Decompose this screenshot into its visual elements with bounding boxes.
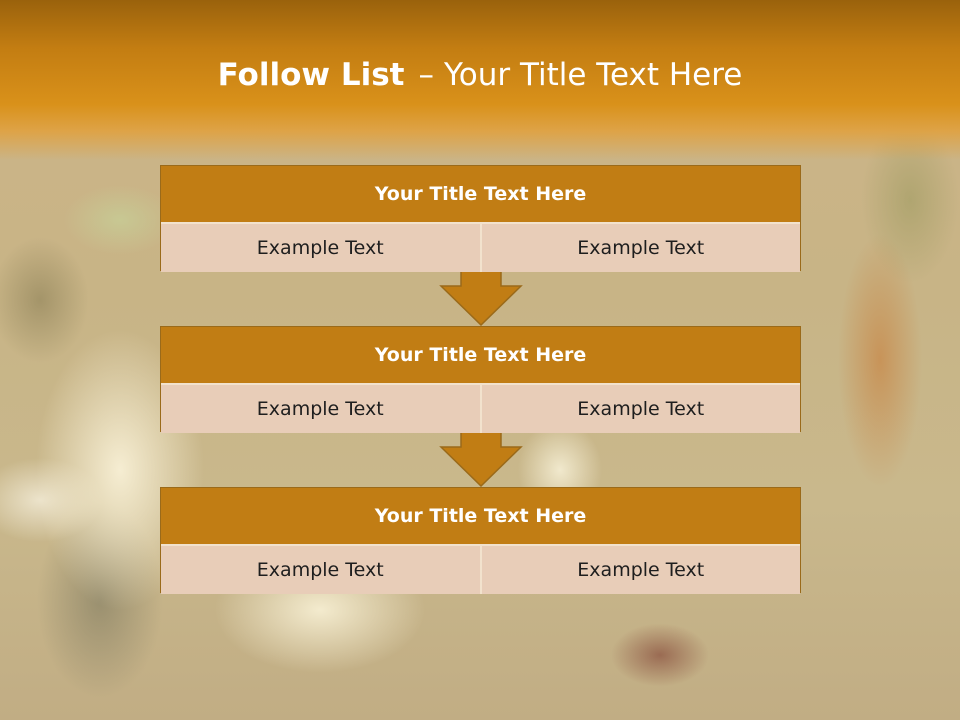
slide-title-rest: Your Title Text Here	[443, 57, 743, 93]
step-cell-left: Example Text	[161, 385, 480, 433]
down-arrow-icon	[439, 429, 523, 487]
slide-title-dash: –	[418, 57, 434, 93]
step-cell-right: Example Text	[479, 546, 800, 594]
down-arrow-icon	[439, 268, 523, 326]
step-title: Your Title Text Here	[161, 327, 800, 385]
step-block-3: Your Title Text Here Example Text Exampl…	[160, 487, 801, 594]
step-row: Example Text Example Text	[161, 385, 800, 433]
step-title: Your Title Text Here	[161, 488, 800, 546]
title-banner	[0, 0, 960, 160]
step-cell-right: Example Text	[479, 224, 800, 272]
step-cell-left: Example Text	[161, 224, 480, 272]
step-row: Example Text Example Text	[161, 224, 800, 272]
step-block-2: Your Title Text Here Example Text Exampl…	[160, 326, 801, 433]
step-row: Example Text Example Text	[161, 546, 800, 594]
slide-title: Follow List–Your Title Text Here	[0, 52, 960, 98]
step-cell-right: Example Text	[479, 385, 800, 433]
step-cell-left: Example Text	[161, 546, 480, 594]
step-title: Your Title Text Here	[161, 166, 800, 224]
slide-title-bold: Follow List	[217, 57, 405, 93]
step-block-1: Your Title Text Here Example Text Exampl…	[160, 165, 801, 272]
